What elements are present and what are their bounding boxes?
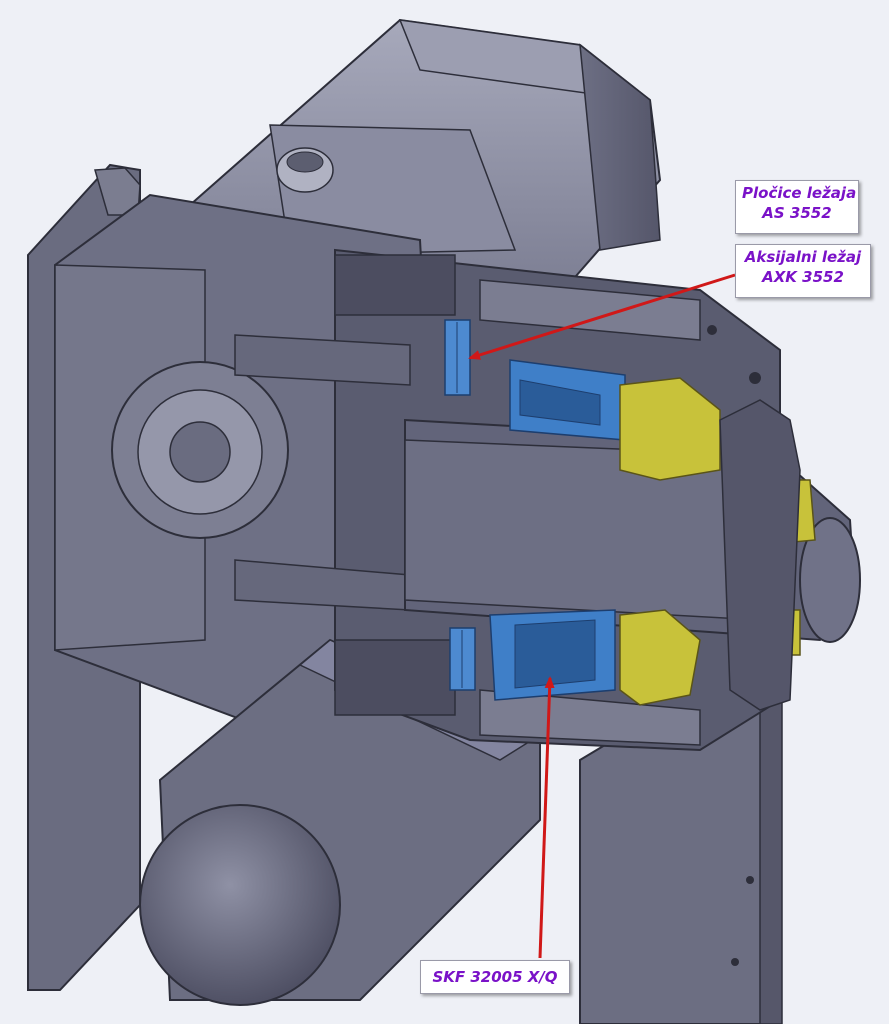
callout-axial-bearing: Aksijalni ležaj AXK 3552	[735, 244, 871, 298]
callout-bearing-plates-line2: AS 3552	[762, 204, 832, 222]
callout-tapered-bearing: SKF 32005 X/Q	[420, 960, 570, 994]
callout-axial-bearing-line2: AXK 3552	[762, 268, 844, 286]
arrow-axial-bearing	[468, 273, 736, 360]
flange-lower	[334, 639, 456, 716]
tapered-roller-bearing-lower	[489, 609, 616, 701]
axial-bearing-lower	[449, 627, 476, 691]
sprocket	[707, 325, 801, 711]
shaft-bore	[169, 421, 231, 483]
motor-end-cap	[139, 804, 341, 1006]
callout-axial-bearing-line1: Aksijalni ležaj	[744, 248, 862, 266]
callout-bearing-plates: Pločice ležaja AS 3552	[735, 180, 859, 234]
flange-upper	[334, 254, 456, 316]
callout-bearing-plates-line1: Pločice ležaja	[742, 184, 857, 202]
tapered-roller-bearing-upper	[509, 359, 626, 441]
callout-tapered-bearing-line1: SKF 32005 X/Q	[432, 968, 558, 986]
shaft-end	[799, 517, 861, 643]
callout-arrows	[468, 273, 736, 959]
axial-bearing-upper	[444, 319, 471, 396]
arrow-tapered-bearing	[538, 676, 555, 959]
